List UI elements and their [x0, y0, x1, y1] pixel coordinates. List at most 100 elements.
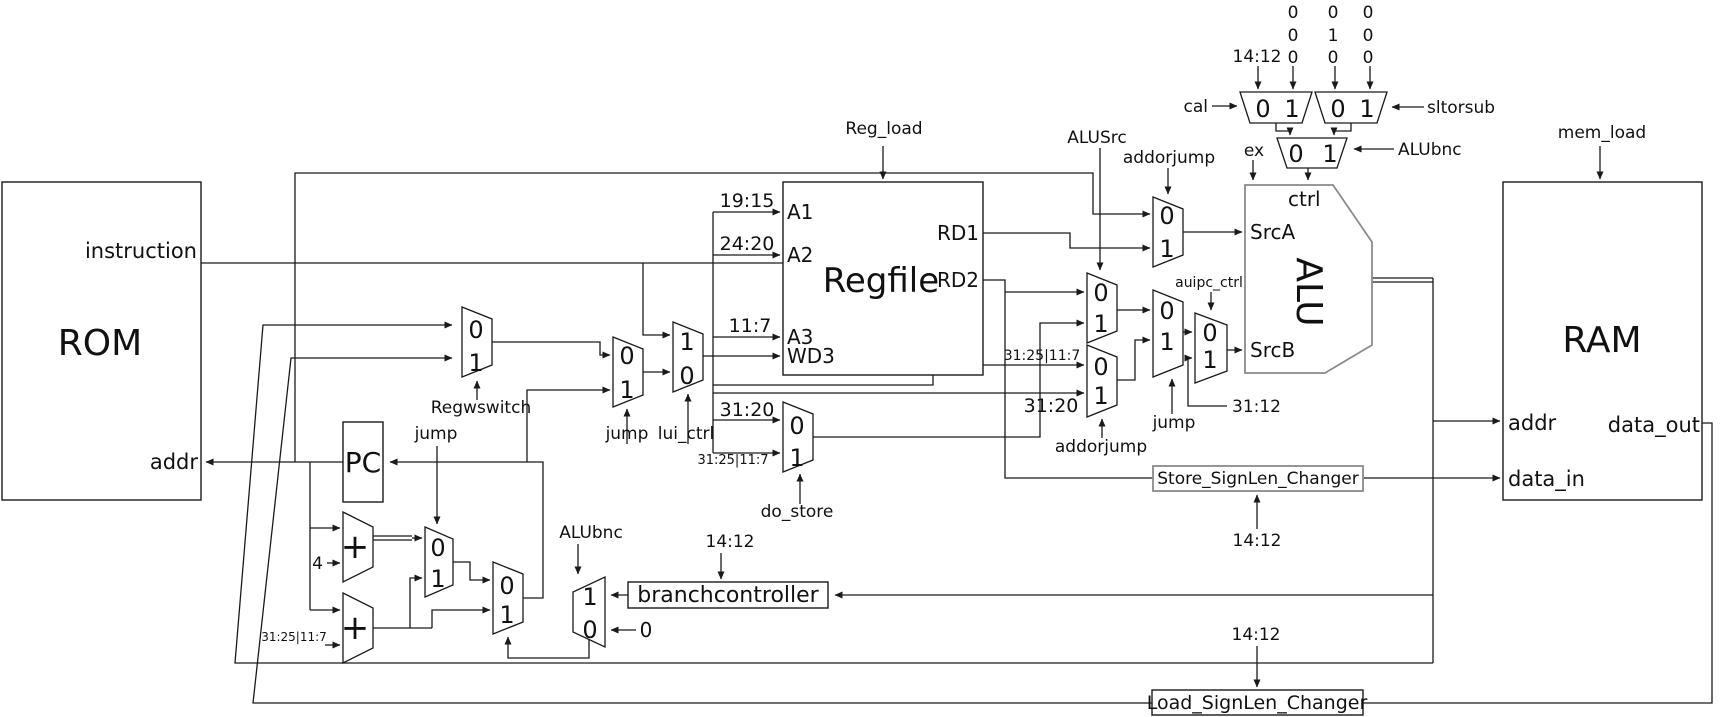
mux-regwswitch-1: 1 — [468, 349, 483, 377]
mux-jumpwd-1: 1 — [619, 376, 634, 404]
branchcontroller-block — [627, 581, 829, 609]
mux-do-store — [782, 401, 814, 473]
cal-label: cal — [1184, 97, 1209, 117]
slice-1412-load: 14:12 — [1232, 625, 1281, 645]
mux-ctrl-1: 1 — [1322, 140, 1337, 168]
mux-lui-0: 0 — [679, 362, 694, 390]
rom-block — [1, 181, 202, 501]
slice-3120-dostore: 31:20 — [720, 399, 775, 421]
mux-jumpalu-0: 0 — [1159, 297, 1174, 325]
const-4: 4 — [312, 554, 323, 574]
mux-pcjump-0: 0 — [430, 534, 445, 562]
ram-label: RAM — [1562, 320, 1641, 361]
addorjump-imm-label: addorjump — [1055, 437, 1147, 457]
wire-calmux-out — [1275, 123, 1294, 136]
regfile-rd1-port: RD1 — [937, 221, 979, 245]
mux-jumpwd-0: 0 — [619, 342, 634, 370]
jump-pc-label: jump — [414, 424, 458, 444]
mux-cal-1: 1 — [1284, 95, 1299, 123]
mux-auipc-1: 1 — [1202, 346, 1217, 374]
mux-pc-src — [492, 561, 524, 635]
col2-bit0: 0 — [1328, 3, 1339, 23]
alu-ctrl-port: ctrl — [1288, 187, 1321, 211]
mux-cal-0: 0 — [1255, 95, 1270, 123]
mux-alubncbot-1: 1 — [582, 583, 597, 611]
adder-pcimm — [342, 591, 374, 665]
wire-sltmux-out — [1330, 123, 1352, 136]
mux-jump-alu — [1152, 289, 1184, 378]
wire-dataout-writeback — [252, 354, 1713, 704]
col1-bit0: 0 — [1288, 3, 1299, 23]
mux-pcsrc-1: 1 — [499, 601, 514, 629]
jump-wd-label: jump — [605, 424, 649, 444]
rom-instruction-port: instruction — [85, 239, 197, 263]
wires — [201, 66, 1713, 704]
wire-immmux-jumpmux — [1117, 336, 1151, 381]
wire-adder2-mux1 — [409, 574, 423, 628]
regfile-a3-port: A3 — [787, 325, 813, 349]
mux-imm-addorjump — [1086, 344, 1118, 418]
slice-1412-store: 14:12 — [1233, 531, 1282, 551]
mux-sltorsub — [1314, 91, 1388, 124]
col2-bit1: 1 — [1328, 26, 1339, 46]
mux-dostore-1: 1 — [789, 444, 804, 472]
mux-alusrc — [1086, 272, 1118, 344]
mux-regwswitch-0: 0 — [468, 316, 483, 344]
adder2-plus: + — [341, 608, 370, 648]
wire-3112-auipcmux — [1184, 354, 1227, 407]
mux-addorjump-0: 0 — [1159, 202, 1174, 230]
regfile-block — [782, 181, 984, 376]
slice-3125-dostore: 31:25|11:7 — [697, 453, 768, 468]
wire-rd2-store — [983, 279, 1153, 479]
branchcontroller-label: branchcontroller — [637, 583, 819, 608]
wire-lui-in1 — [642, 263, 671, 339]
alu-srcb-port: SrcB — [1250, 338, 1295, 362]
mux-alusrc-1: 1 — [1093, 310, 1108, 338]
auipc-ctrl-label: auipc_ctrl — [1175, 275, 1243, 291]
mux-ctrl-0: 0 — [1288, 140, 1303, 168]
ram-dataout-port: data_out — [1608, 413, 1700, 438]
mux-dostore-0: 0 — [789, 412, 804, 440]
col2-bit2: 0 — [1328, 48, 1339, 68]
store-changer-label: Store_SignLen_Changer — [1157, 469, 1359, 489]
mux-alubncbot-0: 0 — [582, 616, 597, 644]
jump-alu-label: jump — [1152, 413, 1196, 433]
store-signlen-changer-block — [1152, 465, 1364, 492]
mux-alusrc-0: 0 — [1093, 279, 1108, 307]
mux-alubnc-ctrl — [1276, 137, 1348, 169]
mux-lui-1: 1 — [679, 328, 694, 356]
wire-pc-to-srca-mux — [294, 172, 1151, 462]
col1-bit1: 0 — [1288, 26, 1299, 46]
adder1-plus: + — [341, 527, 370, 567]
regfile-a2-port: A2 — [787, 243, 813, 267]
ram-addr-port: addr — [1508, 411, 1557, 435]
col1-bit2: 0 — [1288, 48, 1299, 68]
wire-rd1 — [983, 232, 1151, 252]
wire-alubncmux-sel-mux2 — [504, 636, 590, 659]
slice-117: 11:7 — [729, 315, 772, 337]
alusrc-label: ALUSrc — [1067, 128, 1126, 148]
mux-slt-1: 1 — [1359, 95, 1374, 123]
wire-adder2-mux2 — [431, 606, 491, 628]
lui-ctrl-label: lui_ctrl — [658, 424, 714, 444]
mux-slt-0: 0 — [1330, 95, 1345, 123]
wire-pcnext-jumpmux — [526, 386, 611, 462]
regfile-label: Regfile — [823, 261, 939, 301]
wire-dostore-out — [813, 319, 1085, 438]
slice-2420: 24:20 — [720, 233, 775, 255]
sltorsub-label: sltorsub — [1427, 98, 1495, 118]
load-changer-label: Load_SignLen_Changer — [1147, 692, 1368, 714]
ram-block — [1502, 181, 1703, 501]
mux-lui-ctrl — [672, 321, 704, 393]
slice-3125-imm: 31:25|11:7 — [1004, 348, 1081, 364]
mux-pcjump-1: 1 — [430, 565, 445, 593]
mux-addorjump-1: 1 — [1159, 235, 1174, 263]
regfile-rd2-port: RD2 — [937, 268, 979, 292]
slice-1412-top: 14:12 — [1233, 47, 1282, 67]
slice-3125-adder2: 31:25|11:7 — [261, 630, 327, 644]
slice-3112: 31:12 — [1232, 397, 1281, 417]
rom-label: ROM — [58, 323, 142, 364]
slice-1412-bc: 14:12 — [706, 532, 755, 552]
pc-block — [342, 421, 384, 503]
